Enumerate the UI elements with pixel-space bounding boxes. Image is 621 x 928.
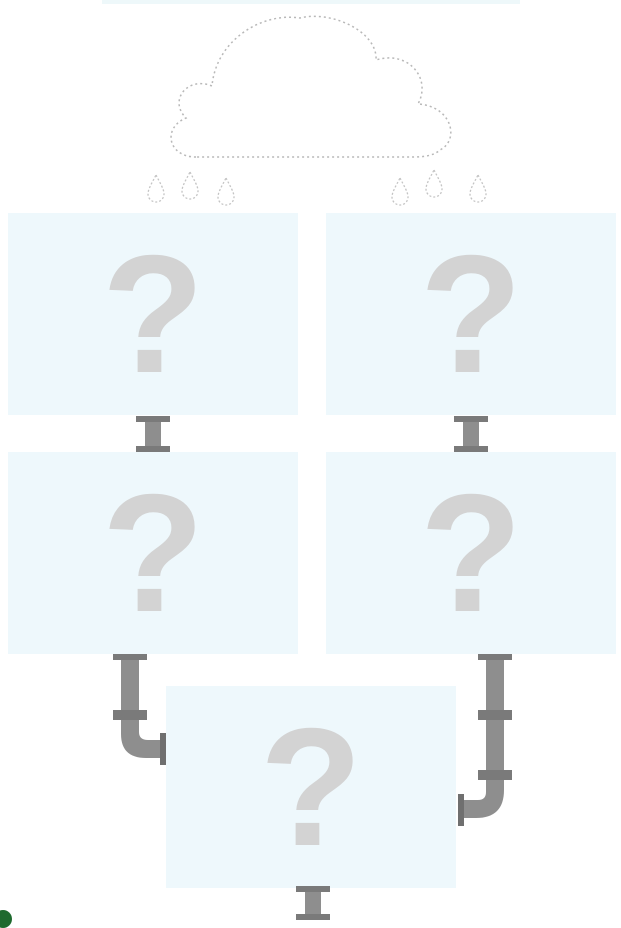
pipe-icon (136, 416, 170, 452)
pipe-icon (454, 416, 488, 452)
pipe-icon (113, 654, 166, 765)
pipe-icon (458, 654, 512, 826)
pipe-icon (296, 886, 330, 920)
